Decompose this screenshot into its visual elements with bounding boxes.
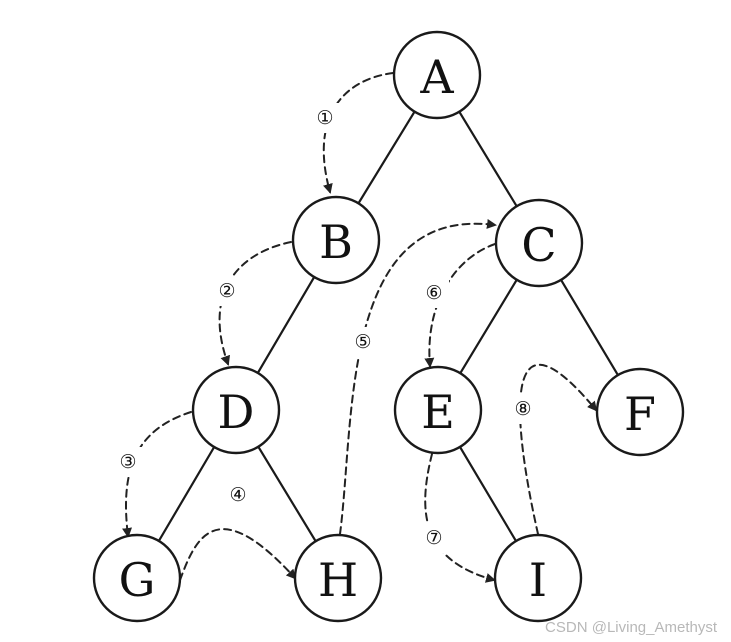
step-marker-bg [223,480,253,510]
step-label: ② [218,280,235,302]
node-label: H [318,553,358,607]
tree-node-f: F [595,367,685,457]
tree-nodes: A B C D E F G H I [92,30,685,623]
step-markers: ① ② ③ ④ ⑤ ⑥ ⑦ ⑧ [113,103,538,553]
tree-node-g: G [92,533,182,623]
step-marker-bg [212,276,242,306]
step-label: ⑦ [425,527,442,549]
step-marker-2: ② [212,276,242,306]
step-marker-bg [419,278,449,308]
step-marker-5: ⑤ [348,327,378,357]
node-label: E [421,385,455,439]
step-marker-4: ④ [223,480,253,510]
tree-node-i: I [493,533,583,623]
step-label: ⑤ [354,331,371,353]
step-label: ① [316,107,333,129]
node-circle [393,365,483,455]
tree-node-a: A [392,30,482,120]
step-marker-3: ③ [113,447,143,477]
step-label: ⑥ [425,282,442,304]
tree-node-c: C [494,198,584,288]
tree-node-h: H [293,533,383,623]
node-circle [191,365,281,455]
node-label: G [119,553,156,607]
tree-node-e: E [393,365,483,455]
node-label: C [521,218,556,272]
node-label: I [529,553,547,607]
node-label: B [319,215,353,269]
step-label: ⑧ [514,398,531,420]
node-circle [494,198,584,288]
step-label: ④ [229,484,246,506]
node-label: D [218,385,255,439]
node-circle [291,195,381,285]
step-marker-bg [310,103,340,133]
traversal-arrow-6 [424,243,496,368]
traversal-arrow-8 [519,363,598,535]
tree-node-d: D [191,365,281,455]
step-marker-bg [419,523,449,553]
node-circle [392,30,482,120]
tree-edges [135,73,642,580]
watermark: CSDN @Living_Amethyst [545,619,717,636]
tree-node-b: B [291,195,381,285]
traversal-arrow-4 [179,528,297,581]
traversal-paths [122,72,598,583]
step-marker-8: ⑧ [508,394,538,424]
node-label: F [624,387,656,441]
node-circle [595,367,685,457]
node-circle [293,533,383,623]
node-label: A [419,50,454,104]
step-marker-7: ⑦ [419,523,449,553]
node-circle [493,533,583,623]
step-marker-bg [508,394,538,424]
traversal-arrow-7 [424,453,496,583]
step-marker-bg [113,447,143,477]
step-marker-bg [348,327,378,357]
step-label: ③ [119,451,136,473]
step-marker-6: ⑥ [419,278,449,308]
step-marker-1: ① [310,103,340,133]
node-circle [92,533,182,623]
